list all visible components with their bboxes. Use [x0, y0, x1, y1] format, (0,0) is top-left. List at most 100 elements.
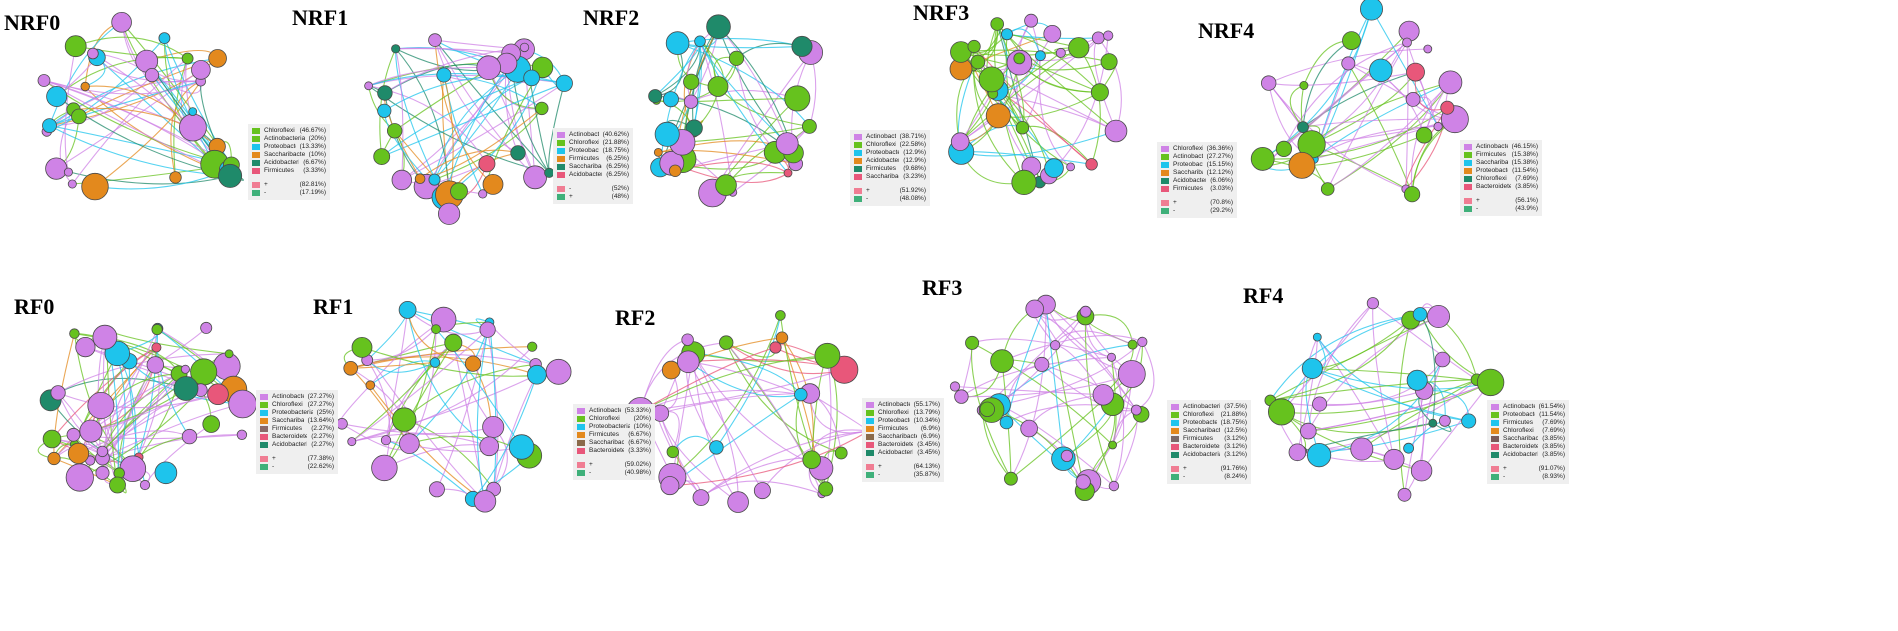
network-edge — [1406, 42, 1439, 127]
network-node — [478, 155, 496, 173]
network-node — [545, 358, 572, 385]
legend-phylum-name: Proteobacteria — [866, 149, 899, 156]
legend-phylum-pct: (2.27%) — [311, 433, 334, 440]
network-edge — [101, 328, 159, 452]
legend-swatch — [1491, 474, 1499, 480]
legend-swatch — [557, 132, 565, 138]
network-node — [970, 54, 986, 70]
legend-swatch — [260, 418, 268, 424]
network-edge — [693, 352, 802, 395]
network-node — [654, 121, 680, 147]
legend-corr-row: - (43.9%) — [1464, 205, 1538, 213]
network-edge — [163, 38, 216, 165]
network-node — [1024, 13, 1038, 28]
network-node — [64, 35, 87, 58]
legend-row: Proteobacteria(18.75%) — [1171, 419, 1247, 427]
legend-phylum-name: Proteobacteria — [1503, 411, 1535, 418]
network-node — [178, 113, 207, 142]
network-node — [1342, 31, 1361, 50]
network-node — [728, 50, 745, 66]
legend-swatch — [577, 470, 585, 476]
legend-phylum-pct: (10%) — [308, 151, 326, 158]
network-node — [364, 81, 374, 91]
legend-phylum-name: Proteobacteria — [1183, 419, 1217, 426]
legend-swatch — [866, 442, 874, 448]
network-node — [478, 189, 488, 199]
legend-corr-sign: - — [264, 189, 267, 196]
legend-swatch — [866, 450, 874, 456]
network-edge — [640, 355, 828, 412]
legend-swatch — [1171, 412, 1179, 418]
legend-corr-sign: + — [264, 181, 268, 188]
network-edge — [1300, 336, 1318, 452]
legend-row: Firmicutes(7.69%) — [1491, 419, 1565, 427]
network-edge — [1268, 71, 1416, 86]
legend-corr-row: +(64.13%) — [866, 463, 940, 471]
network-edge — [1348, 62, 1425, 136]
legend-row: Actinobacteria(61.54%) — [1491, 403, 1565, 411]
network-edge — [366, 359, 436, 373]
legend-swatch — [260, 442, 268, 448]
network-node — [775, 132, 799, 156]
legend-phylum-pct: (12.9%) — [903, 149, 926, 156]
legend-swatch — [1464, 152, 1472, 158]
legend-corr-pct: (52%) — [611, 185, 629, 192]
network-node — [428, 33, 442, 47]
network-node — [508, 434, 535, 460]
network-node — [81, 172, 109, 201]
legend-corr-sign: - — [866, 195, 869, 202]
network-node — [95, 465, 110, 480]
legend-phylum-pct: (3.85%) — [1542, 435, 1565, 442]
network-rf0 — [37, 321, 257, 494]
network-node — [669, 164, 682, 178]
legend-swatch — [577, 416, 585, 422]
network-node — [555, 74, 573, 92]
network-node — [1117, 360, 1146, 388]
network-node — [188, 107, 198, 116]
legend-phylum-name: Bacteroidetes — [1476, 183, 1512, 190]
network-edge — [1006, 33, 1101, 93]
legend-phylum-pct: (3.03%) — [1210, 185, 1233, 192]
network-node — [151, 342, 162, 353]
legend-row: Saccharibacteria(12.5%) — [1171, 427, 1247, 435]
network-edge — [1308, 381, 1491, 432]
legend-swatch — [1491, 444, 1499, 450]
network-node — [1312, 332, 1322, 342]
legend-swatch — [252, 190, 260, 196]
legend-phylum-pct: (3.12%) — [1224, 451, 1247, 458]
legend: Actinobacteria(27.27%)Chloroflexi(27.27%… — [256, 390, 338, 474]
network-node — [398, 300, 417, 319]
legend-phylum-pct: (53.33%) — [624, 407, 651, 414]
network-edge — [434, 39, 550, 174]
panel-title: RF3 — [922, 275, 963, 300]
network-edge — [78, 430, 190, 454]
network-edge — [121, 22, 216, 165]
legend-corr-sign: + — [866, 187, 870, 194]
panel-title: RF0 — [14, 294, 55, 319]
network-node — [1406, 369, 1428, 391]
legend-swatch — [577, 432, 585, 438]
network-node — [1369, 58, 1393, 83]
network-node — [431, 324, 441, 335]
legend-row: Saccharibacteria(12.12%) — [1161, 169, 1233, 177]
legend-row: Acidobacteria(12.9%) — [854, 157, 926, 165]
legend-phylum-name: Bacteroidetes — [1183, 443, 1221, 450]
network-rf2 — [626, 310, 874, 513]
network-node — [1405, 92, 1421, 107]
network-edge — [1005, 304, 1047, 423]
legend-swatch — [1161, 186, 1169, 192]
legend-phylum-pct: (13.64%) — [307, 417, 334, 424]
legend-corr-pct: (43.9%) — [1515, 205, 1538, 212]
network-edge — [1372, 302, 1478, 381]
legend-swatch — [1171, 428, 1179, 434]
legend-corr-sign: - — [1476, 205, 1479, 212]
network-node — [1366, 297, 1380, 310]
legend-phylum-pct: (13.33%) — [299, 143, 326, 150]
network-edge — [407, 309, 488, 335]
legend-phylum-pct: (15.15%) — [1206, 161, 1233, 168]
network-node — [1130, 404, 1142, 416]
legend-phylum-pct: (27.27%) — [307, 401, 334, 408]
network-edge — [407, 309, 490, 447]
nodes — [39, 321, 257, 494]
legend-corr-pct: (17.19%) — [299, 189, 326, 196]
